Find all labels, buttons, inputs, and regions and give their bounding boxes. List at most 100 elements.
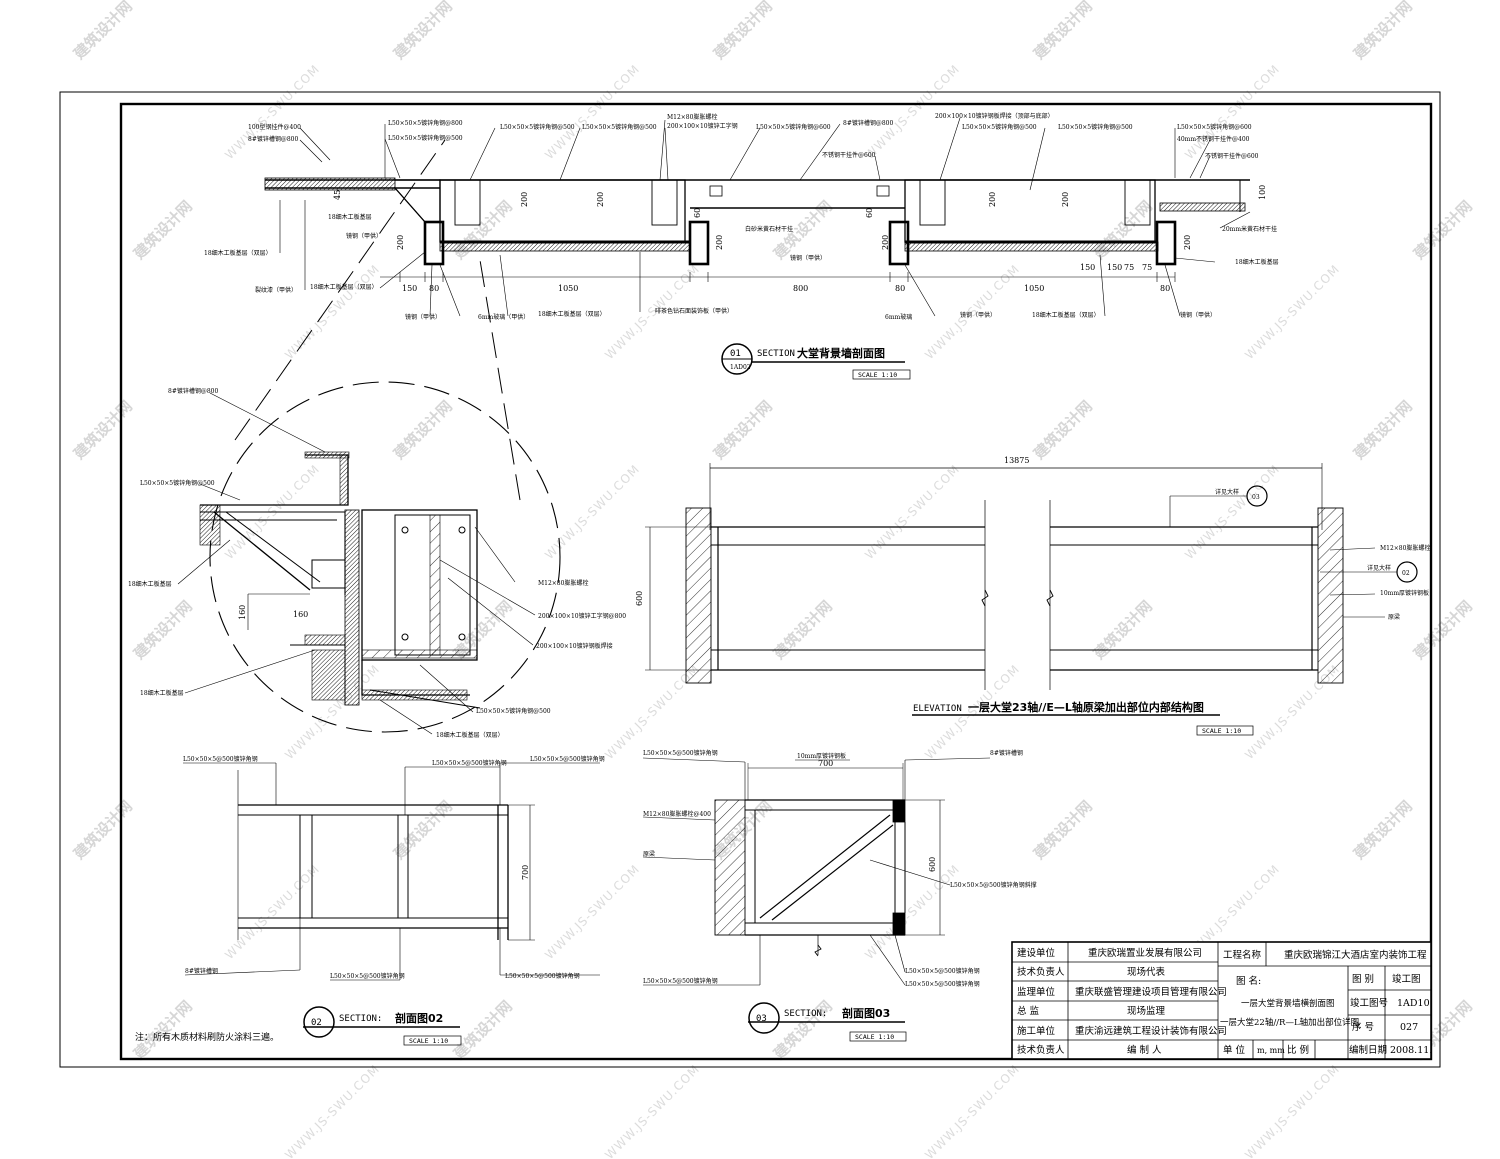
detail-label-7: 18细木工板基层	[140, 689, 184, 697]
watermark-brand: 建筑设计网	[1090, 597, 1156, 663]
elevation-label-1: 详见大样	[1215, 488, 1239, 496]
s03-label-2: 10mm厚镀锌钢板	[797, 752, 846, 760]
s01-label-29: 啡茶色钻石面装饰板（甲供）	[655, 307, 733, 315]
s01-label-24: 20mm米黄石材干挂	[1222, 225, 1277, 233]
s01-dim-h4: 200	[596, 192, 605, 207]
tb-type-label: 图 别	[1352, 974, 1374, 985]
detail-label-8: L50×50×5镀锌角钢@500	[476, 707, 551, 715]
s03-label-1: L50×50×5@500镀锌角钢	[643, 749, 718, 757]
s01-label-26: 镜钢（甲供）	[405, 313, 441, 321]
elevation-label-4: 10mm厚镀锌钢板	[1380, 589, 1429, 597]
watermark-brand: 建筑设计网	[770, 597, 836, 663]
tb-r5-value: 重庆渝远建筑工程设计装饰有限公司	[1075, 1025, 1227, 1037]
watermark-site: WWW.JS-SWU.COM	[1182, 462, 1282, 562]
tb-project-value: 重庆欧瑞锦江大酒店室内装饰工程	[1284, 949, 1427, 961]
tb-r6-sub: 编 制 人	[1127, 1044, 1162, 1056]
watermark-site: WWW.JS-SWU.COM	[1182, 62, 1282, 162]
s01-label-20: 裂纹漆（甲供）	[255, 286, 297, 294]
section-01-title-block: 01 1AD02 SECTION 大堂背景墙剖面图 SCALE 1:10	[721, 343, 911, 380]
tb-r3-label: 监理单位	[1017, 986, 1056, 998]
s01-label-13: L50×50×5镀锌角钢@500	[962, 123, 1037, 131]
s01-label-33: 镜钢（甲供）	[1180, 311, 1216, 319]
s02-label-4: 8#镀锌槽钢	[185, 967, 218, 975]
tb-r2-label: 技术负责人	[1017, 966, 1065, 978]
watermark-brand: 建筑设计网	[130, 197, 196, 263]
detail-label-3: 18细木工板基层	[128, 580, 172, 588]
s01-dim-h9: 200	[988, 192, 997, 207]
watermark-brand: 建筑设计网	[390, 397, 456, 463]
s01-label-23: 镜钢（甲供）	[790, 254, 826, 262]
watermark-site: WWW.JS-SWU.COM	[1242, 262, 1342, 362]
section-03-labels: L50×50×5@500镀锌角钢 10mm厚镀锌钢板 8#镀锌槽钢 M12×80…	[643, 749, 1037, 1042]
s01-label-21: 18细木工板基层（双层）	[310, 283, 378, 291]
s03-prefix: SECTION:	[784, 1009, 827, 1019]
detail-label-9: 18细木工板基层（双层）	[436, 731, 504, 739]
s03-label-4: M12×80膨胀螺栓@400	[643, 810, 711, 818]
s01-label-1: 100型钢挂件@400	[248, 123, 301, 131]
s01-dim-3: 1050	[558, 284, 578, 293]
section-01-labels: 100型钢挂件@400 8#镀锌槽钢@800 L50×50×5镀锌角钢@800 …	[204, 112, 1279, 321]
watermark-brand: 建筑设计网	[450, 997, 516, 1063]
s01-label-25: 18细木工板基层	[1235, 258, 1279, 266]
elevation-prefix: ELEVATION	[913, 704, 962, 714]
tb-unit-value: m, mm	[1257, 1046, 1285, 1055]
watermark-site: WWW.JS-SWU.COM	[922, 1062, 1022, 1159]
watermark-site: WWW.JS-SWU.COM	[542, 462, 642, 562]
detail-label-6: 200×100×10镀锌钢板焊接	[536, 642, 613, 650]
detail-label-5: 200×100×10镀锌工字钢@800	[538, 612, 626, 620]
s01-label-30: 6mm玻璃	[885, 313, 912, 321]
s02-scale: SCALE 1:10	[409, 1037, 448, 1045]
s01-dim-2: 80	[429, 284, 439, 293]
watermark-site: WWW.JS-SWU.COM	[862, 862, 962, 962]
watermark-brand: 建筑设计网	[1410, 197, 1476, 263]
watermark-brand: 建筑设计网	[1350, 797, 1416, 863]
s01-label-12: 200×100×10镀锌钢板焊接（顶部与底部）	[935, 112, 1054, 120]
title-block: 建设单位 重庆欧瑞置业发展有限公司 技术负责人 现场代表 监理单位 重庆联盛管理…	[1011, 941, 1432, 1060]
watermark-brand: 建筑设计网	[70, 397, 136, 463]
watermark-site: WWW.JS-SWU.COM	[222, 862, 322, 962]
tb-r4-label: 总 监	[1017, 1005, 1040, 1017]
s01-label-2: 8#镀锌槽钢@800	[248, 135, 298, 143]
tb-date-value: 2008.11.	[1390, 1045, 1432, 1056]
detail-dim-h: 160	[238, 605, 247, 620]
watermark-brand: 建筑设计网	[710, 397, 776, 463]
s01-label-18: 镜钢（甲供）	[346, 232, 382, 240]
s01-dim-h1: 45	[333, 190, 342, 200]
s03-number: 03	[756, 1014, 767, 1024]
s01-label-17: 18细木工板基层	[328, 213, 372, 221]
s01-label-4: L50×50×5镀锌角钢@500	[388, 134, 463, 142]
s01-dim-h5: 60	[693, 208, 702, 218]
tb-r3-value: 重庆联盛管理建设项目管理有限公司	[1075, 986, 1227, 998]
s01-label-7: M12×80膨胀螺栓	[667, 113, 717, 121]
tb-r2-sub: 现场代表	[1127, 966, 1166, 978]
elevation-labels: 13875 600 详见大样 03 M12×80膨胀螺栓 详见大样 02 10m…	[635, 456, 1430, 736]
tb-unit-label: 单 位	[1223, 1044, 1246, 1056]
watermark-brand: 建筑设计网	[1090, 197, 1156, 263]
detail-enlarged-drawing	[177, 139, 561, 735]
elevation-label-3: 详见大样	[1367, 564, 1391, 572]
elevation-title: 一层大堂23轴//E—L轴原梁加出部位内部结构图	[968, 700, 1204, 714]
s01-number: 01	[730, 349, 741, 359]
s03-label-9: L50×50×5@500镀锌角钢	[643, 977, 718, 985]
s01-label-31: 镜钢（甲供）	[960, 311, 996, 319]
watermark-brand: 建筑设计网	[390, 0, 456, 63]
tb-project-label: 工程名称	[1223, 949, 1262, 961]
s01-dim-h7: 60	[865, 208, 874, 218]
tb-r4-sub: 现场监理	[1127, 1005, 1166, 1017]
watermark-brand: 建筑设计网	[390, 797, 456, 863]
s03-dim-width: 700	[818, 759, 833, 768]
s01-label-11: 不锈钢干挂件@600	[822, 151, 876, 159]
tb-drawing-line2: 一层大堂22轴//R—L轴加出部位详图	[1220, 1017, 1359, 1028]
s01-dim-h15: 75	[1124, 263, 1134, 272]
s02-dim-height: 700	[521, 865, 530, 880]
tb-r6-label: 技术负责人	[1017, 1044, 1065, 1056]
s03-label-5: 原梁	[643, 850, 655, 858]
s01-dim-h14: 150	[1107, 263, 1122, 272]
watermark-site: WWW.JS-SWU.COM	[282, 1062, 382, 1159]
tb-seq-label: 序 号	[1352, 1021, 1374, 1033]
s02-number: 02	[311, 1018, 322, 1028]
s01-label-28: 18细木工板基层（双层）	[538, 310, 606, 318]
s03-title: 剖面图03	[842, 1006, 890, 1020]
s01-label-10: 8#镀锌槽钢@800	[843, 119, 893, 127]
